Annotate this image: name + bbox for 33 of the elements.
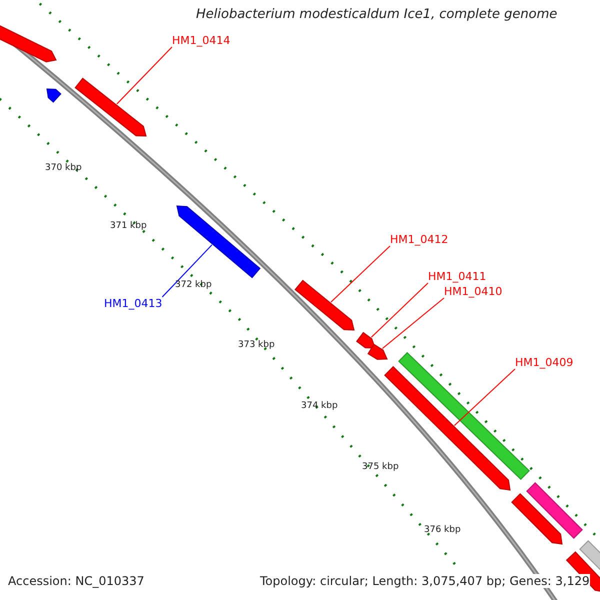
leader-line (162, 244, 212, 298)
gene-feature (294, 280, 355, 331)
leader-line (454, 368, 516, 426)
gene-feature (367, 344, 388, 360)
leader-line (370, 282, 428, 338)
gene-label: HM1_0413 (104, 297, 162, 310)
gene-feature (46, 88, 62, 103)
gene-feature (511, 493, 563, 545)
leader-line (382, 298, 444, 349)
leader-line (330, 246, 390, 303)
gene-label: HM1_0411 (428, 270, 486, 283)
gene-band (579, 540, 600, 571)
gene-feature (0, 24, 57, 62)
gene-feature (74, 78, 147, 137)
scale-label: 370 kbp (45, 163, 82, 173)
scale-label: 374 kbp (301, 401, 338, 411)
scale-label: 371 kbp (110, 221, 147, 231)
gene-feature (384, 366, 511, 491)
gene-label: HM1_0409 (515, 356, 574, 369)
title: Heliobacterium modesticaldum Ice1, complete genome (196, 7, 558, 22)
gene-label: HM1_0414 (172, 34, 230, 47)
scale-label: 373 kbp (238, 340, 275, 350)
scale-label: 375 kbp (362, 462, 399, 472)
gene-label: HM1_0412 (390, 233, 448, 246)
gene-feature (176, 205, 261, 278)
gene-feature (356, 332, 376, 349)
genome-summary-text: Topology: circular; Length: 3,075,407 bp; Genes: 3,129 (260, 574, 590, 588)
scale-label: 376 kbp (424, 525, 461, 535)
accession-text: Accession: NC_010337 (8, 574, 144, 588)
scale-label: 372 kbp (175, 280, 212, 290)
gene-label: HM1_0410 (444, 285, 502, 298)
leader-line (116, 46, 172, 104)
gene-band (526, 482, 583, 539)
